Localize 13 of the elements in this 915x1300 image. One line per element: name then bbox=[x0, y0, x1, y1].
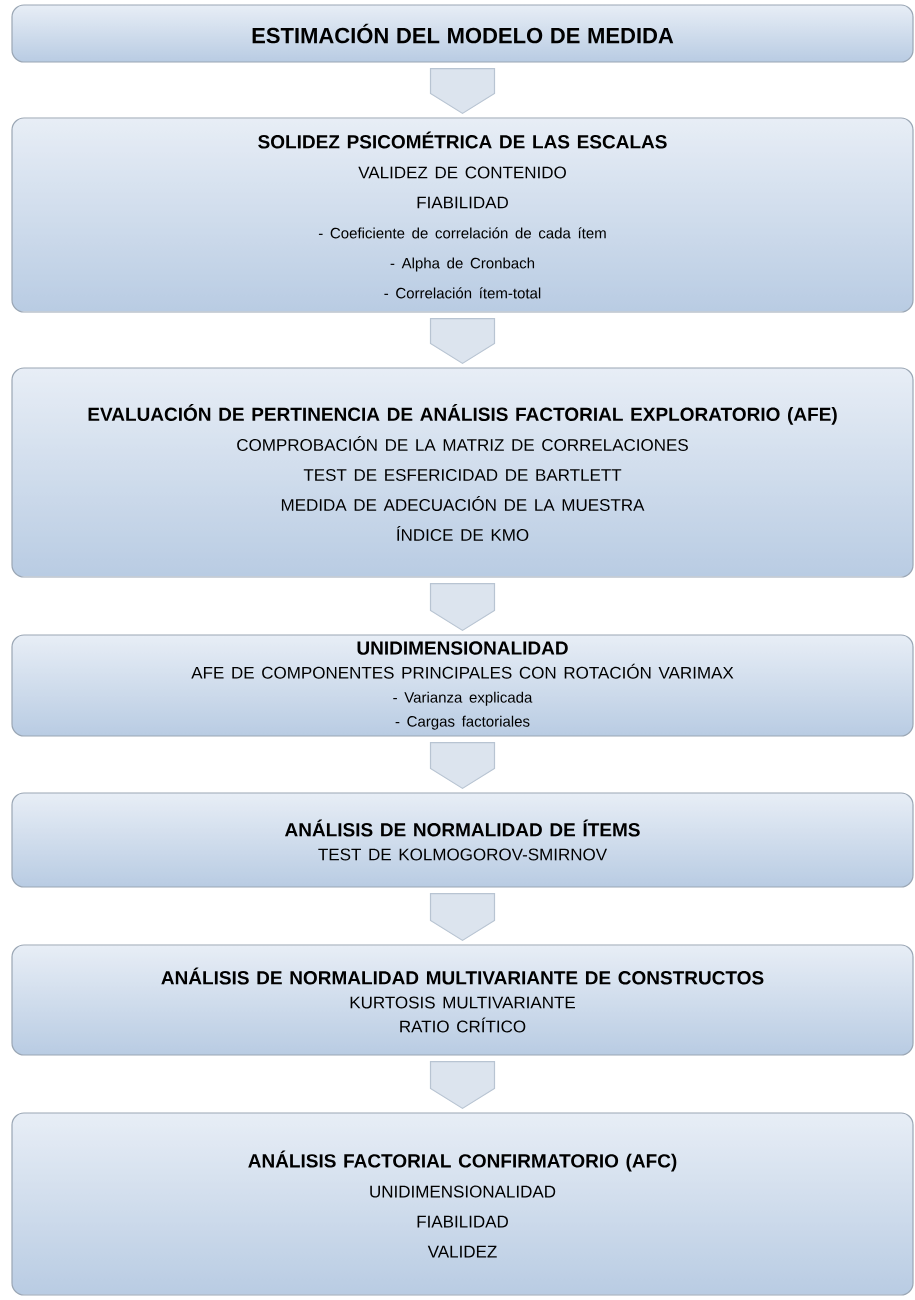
process-box: ANÁLISIS DE NORMALIDAD DE ÍTEMS TEST DE KOLMOGOROV-SMIRNOV bbox=[11, 792, 914, 888]
process-box: ANÁLISIS DE NORMALIDAD MULTIVARIANTE DE CONSTRUCTOS KURTOSIS MULTIVARIANTE RATIO CRÍTICO bbox=[11, 944, 914, 1056]
process-box: ANÁLISIS FACTORIAL CONFIRMATORIO (AFC) UNIDIMENSIONALIDAD FIABILIDAD VALIDEZ bbox=[11, 1112, 914, 1296]
arrow bbox=[429, 742, 496, 790]
arrow bbox=[429, 68, 496, 115]
process-box: UNIDIMENSIONALIDAD AFE DE COMPONENTES PRINCIPALES CON ROTACIÓN VARIMAX - Varianza explicada - Cargas factoriales bbox=[11, 634, 914, 737]
arrow bbox=[429, 318, 496, 365]
arrow bbox=[429, 1061, 496, 1110]
arrow bbox=[429, 583, 496, 632]
process-box: EVALUACIÓN DE PERTINENCIA DE ANÁLISIS FACTORIAL EXPLORATORIO (AFE) COMPROBACIÓN DE LA MATRIZ DE CORRELACIONES TEST DE ESFERICIDAD DE BARTLETT MEDIDA DE ADECUACIÓN DE LA MUESTRA ÍNDICE DE KMO bbox=[11, 367, 914, 578]
process-box: SOLIDEZ PSICOMÉTRICA DE LAS ESCALAS VALIDEZ DE CONTENIDO FIABILIDAD - Coeficiente de correlación de cada ítem - Alpha de Cronbach - Correlación ítem-total bbox=[11, 117, 914, 313]
process-box: ESTIMACIÓN DEL MODELO DE MEDIDA bbox=[11, 4, 914, 63]
arrow bbox=[429, 893, 496, 942]
